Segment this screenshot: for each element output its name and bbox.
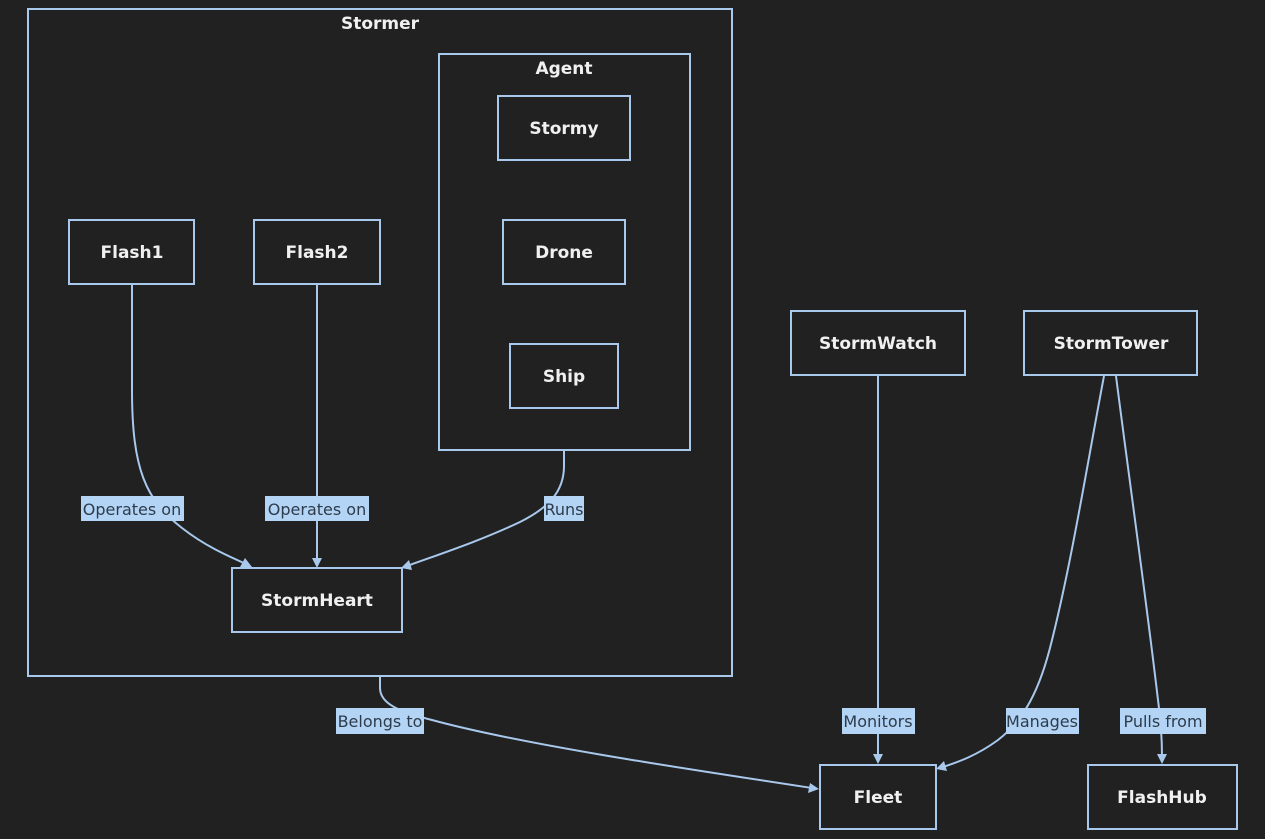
- node-fleet[interactable]: Fleet: [819, 764, 937, 830]
- svg-text:Ship: Ship: [543, 367, 585, 387]
- edge-label-agent-stormheart: Runs: [544, 496, 584, 521]
- cluster-agent-title: Agent: [535, 59, 592, 79]
- svg-text:Flash1: Flash1: [101, 243, 164, 263]
- svg-text:Operates on: Operates on: [83, 500, 181, 519]
- svg-text:Drone: Drone: [535, 243, 593, 263]
- svg-text:Fleet: Fleet: [854, 788, 903, 808]
- svg-text:FlashHub: FlashHub: [1117, 788, 1207, 808]
- node-ship[interactable]: Ship: [509, 343, 619, 409]
- svg-text:Runs: Runs: [544, 500, 583, 519]
- edge-flash2-stormheart: [312, 285, 322, 568]
- edge-label-stormtower-fleet: Manages: [1006, 708, 1079, 734]
- edge-label-flash1-stormheart: Operates on: [81, 496, 184, 521]
- svg-text:Manages: Manages: [1006, 712, 1078, 731]
- svg-text:Operates on: Operates on: [268, 500, 366, 519]
- arrowhead: [808, 783, 819, 793]
- arrowhead: [936, 761, 947, 771]
- edge-stormwatch-fleet: [873, 376, 883, 764]
- edge-stormer-fleet: [379, 676, 819, 793]
- node-stormheart[interactable]: StormHeart: [231, 567, 403, 633]
- edge-stormtower-flashhub: [1115, 375, 1167, 764]
- edge-label-stormer-fleet: Belongs to: [336, 708, 424, 734]
- node-flash2[interactable]: Flash2: [253, 219, 381, 285]
- svg-text:StormTower: StormTower: [1054, 334, 1169, 354]
- arrowhead: [1157, 754, 1167, 764]
- svg-text:Stormy: Stormy: [529, 119, 598, 139]
- edge-label-flash2-stormheart: Operates on: [265, 496, 369, 521]
- node-stormtower[interactable]: StormTower: [1023, 310, 1198, 376]
- node-flash1[interactable]: Flash1: [68, 219, 195, 285]
- svg-text:Flash2: Flash2: [286, 243, 349, 263]
- edge-label-stormtower-flashhub: Pulls from: [1120, 708, 1206, 734]
- svg-text:Monitors: Monitors: [843, 712, 912, 731]
- cluster-stormer-title: Stormer: [341, 14, 420, 34]
- svg-text:Pulls from: Pulls from: [1123, 712, 1202, 731]
- svg-text:StormWatch: StormWatch: [819, 334, 937, 354]
- arrowhead: [401, 560, 412, 570]
- edge-agent-stormheart: [401, 450, 565, 570]
- node-drone[interactable]: Drone: [502, 219, 626, 285]
- node-flashhub[interactable]: FlashHub: [1087, 764, 1238, 830]
- node-stormy[interactable]: Stormy: [497, 95, 631, 161]
- svg-text:StormHeart: StormHeart: [261, 591, 373, 611]
- arrowhead: [312, 558, 322, 568]
- node-stormwatch[interactable]: StormWatch: [790, 310, 966, 376]
- arrowhead: [873, 754, 883, 764]
- edge-stormtower-fleet: [936, 375, 1105, 771]
- edge-label-stormwatch-fleet: Monitors: [842, 708, 915, 734]
- edge-flash1-stormheart: [131, 285, 252, 567]
- arrowhead: [240, 558, 252, 567]
- svg-text:Belongs to: Belongs to: [338, 712, 423, 731]
